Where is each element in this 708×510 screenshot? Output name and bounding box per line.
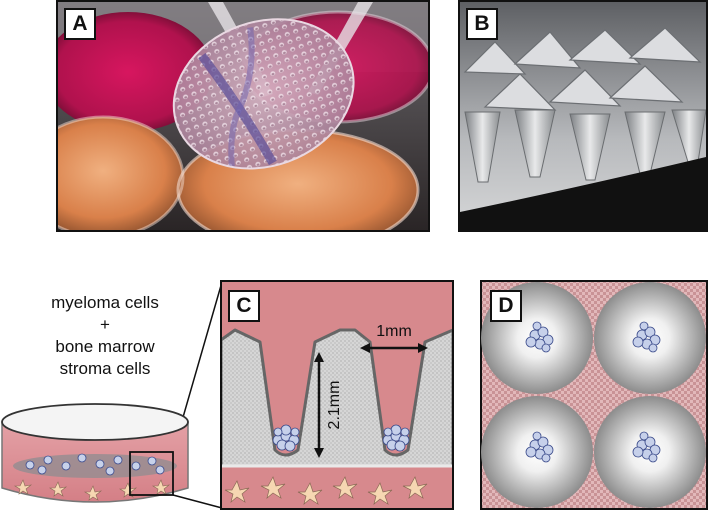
dish-zoom-box xyxy=(129,451,174,496)
depth-label: 2.1mm xyxy=(326,381,343,430)
dish-lid xyxy=(1,403,189,441)
caption-line-1: myeloma cells xyxy=(51,293,159,312)
panel-c-stroma-cells xyxy=(224,476,428,505)
dish-myeloma-cells xyxy=(25,453,165,476)
zoom-line-bottom xyxy=(172,494,223,509)
depth-arrow xyxy=(314,352,324,458)
dish-caption: myeloma cells + bone marrow stroma cells xyxy=(0,292,210,380)
panel-a-image xyxy=(58,2,428,230)
panel-b-label: B xyxy=(466,8,498,40)
caption-line-3: bone marrow xyxy=(55,337,155,356)
caption-line-2: + xyxy=(100,315,110,334)
panel-d-cell-cluster-1 xyxy=(525,321,554,353)
panel-d-cell-cluster-3 xyxy=(525,431,554,463)
panel-c-cell-cluster-left xyxy=(272,424,300,452)
dish-stroma-cells xyxy=(13,479,171,501)
width-label: 1mm xyxy=(376,323,412,340)
dish-scaffold-layer xyxy=(13,454,177,478)
panel-b-image xyxy=(460,2,706,230)
panel-d-label: D xyxy=(490,290,522,322)
panel-b-photo: B xyxy=(458,0,708,232)
petri-dish-illustration xyxy=(1,281,223,509)
width-arrow xyxy=(360,343,428,353)
panel-a-photo: A xyxy=(56,0,430,232)
panel-d-cell-cluster-4 xyxy=(632,431,661,463)
panel-c-scaffold xyxy=(220,328,454,468)
panel-d-cell-cluster-2 xyxy=(632,321,661,353)
panel-c-label: C xyxy=(228,290,260,322)
panel-c-cell-cluster-right xyxy=(382,424,410,452)
panel-a-label: A xyxy=(64,8,96,40)
caption-line-4: stroma cells xyxy=(59,359,151,378)
